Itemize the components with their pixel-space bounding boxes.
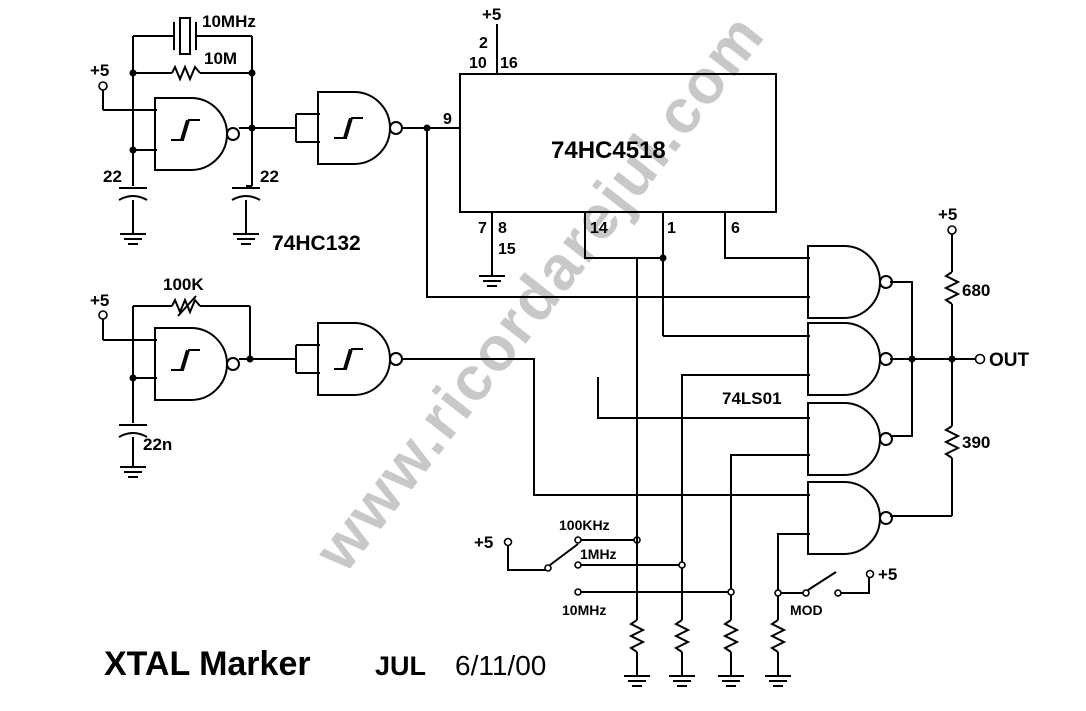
pullup-value: 680 — [962, 281, 990, 300]
pulldown-10mhz — [724, 619, 738, 653]
counter-pin-1: 1 — [667, 220, 676, 237]
selector-supply-terminal — [503, 537, 513, 547]
osc-supply-terminal — [98, 81, 108, 91]
counter-ic-label: 74HC4518 — [551, 137, 666, 164]
option-10mhz[interactable]: 10MHz — [562, 602, 606, 618]
mod-supply-terminal — [865, 569, 875, 579]
osc-cap-right-value: 22 — [260, 167, 279, 186]
pulldown-resistor-icon — [945, 425, 959, 459]
author-label: JUL — [375, 651, 426, 681]
output-section: 74LS01 OUT +5 680 390 — [597, 205, 1030, 593]
feedback-resistor-value: 10M — [204, 49, 237, 68]
ground-icon — [232, 221, 260, 245]
counter-pin-6: 6 — [731, 220, 740, 237]
output-gate-3 — [807, 402, 893, 476]
selector-switch-lever[interactable] — [549, 543, 579, 566]
counter-pin-7: 7 — [478, 220, 487, 237]
osc-cap-right — [231, 187, 261, 201]
osc-ic-label: 74HC132 — [272, 232, 361, 255]
feedback-resistor-icon — [171, 64, 201, 82]
osc-cap-left — [118, 187, 148, 201]
ground-icon — [119, 221, 147, 245]
mod-supply-terminal — [98, 310, 108, 320]
pulldown-100khz — [630, 619, 644, 653]
mod-supply-label: +5 — [90, 291, 109, 310]
osc-gate-1 — [154, 97, 240, 171]
date-label: 6/11/00 — [455, 650, 546, 681]
pulldown-1mhz — [675, 619, 689, 653]
option-100khz[interactable]: 100KHz — [559, 517, 610, 533]
mod-gate-2 — [317, 322, 403, 396]
crystal-icon — [179, 17, 191, 55]
counter-supply-label: +5 — [482, 5, 501, 24]
ground-icon — [668, 663, 696, 687]
output-gate-2 — [807, 322, 893, 396]
variable-resistor-value: 100K — [163, 275, 204, 294]
ground-icon — [478, 263, 506, 287]
output-supply-terminal — [947, 225, 957, 235]
counter-section: 74HC4518 +5 2 10 16 9 7 8 15 14 1 6 — [443, 5, 810, 337]
counter-pin-10: 10 — [469, 55, 487, 72]
counter-chip — [459, 73, 777, 213]
ground-icon — [764, 663, 792, 687]
output-supply-label: +5 — [938, 205, 957, 224]
output-gate-1 — [807, 245, 893, 319]
option-1mhz[interactable]: 1MHz — [580, 546, 617, 562]
watermark: www.ricordarejul.com — [301, 1, 778, 584]
mod-switch-supply-label: +5 — [878, 565, 897, 584]
oscillator-section: +5 22 10MHz 10M — [90, 12, 460, 255]
mod-gate-1 — [154, 327, 240, 401]
mod-switch-lever[interactable] — [807, 571, 837, 591]
ground-icon — [623, 663, 651, 687]
selector-section: +5 100KHz 1MHz 10MHz — [474, 257, 897, 687]
crystal-value: 10MHz — [202, 12, 256, 31]
pulldown-value: 390 — [962, 433, 990, 452]
counter-pin-9: 9 — [443, 111, 452, 128]
counter-pin-15: 15 — [498, 241, 516, 258]
osc-cap-left-value: 22 — [103, 167, 122, 186]
ground-icon — [717, 663, 745, 687]
mod-cap-value: 22n — [143, 435, 172, 454]
ground-icon — [119, 454, 147, 478]
pullup-resistor-icon — [945, 271, 959, 305]
counter-pin-16: 16 — [500, 55, 518, 72]
output-gate-4 — [807, 481, 893, 555]
osc-supply-label: +5 — [90, 61, 109, 80]
output-ic-label: 74LS01 — [722, 389, 782, 408]
modulator-section: +5 100K 22n — [90, 275, 810, 496]
mod-switch-label[interactable]: MOD — [790, 602, 823, 618]
osc-gate-2 — [317, 91, 403, 165]
output-label: OUT — [989, 350, 1030, 371]
counter-pin-14: 14 — [590, 220, 608, 237]
variable-resistor-icon — [171, 297, 201, 315]
counter-pin-2: 2 — [479, 35, 488, 52]
selector-supply-label: +5 — [474, 533, 493, 552]
selector-pivot — [544, 564, 552, 572]
pulldown-mod — [771, 619, 785, 653]
counter-pin-8: 8 — [498, 220, 507, 237]
output-terminal — [974, 353, 986, 365]
schematic-title: XTAL Marker — [104, 645, 311, 683]
